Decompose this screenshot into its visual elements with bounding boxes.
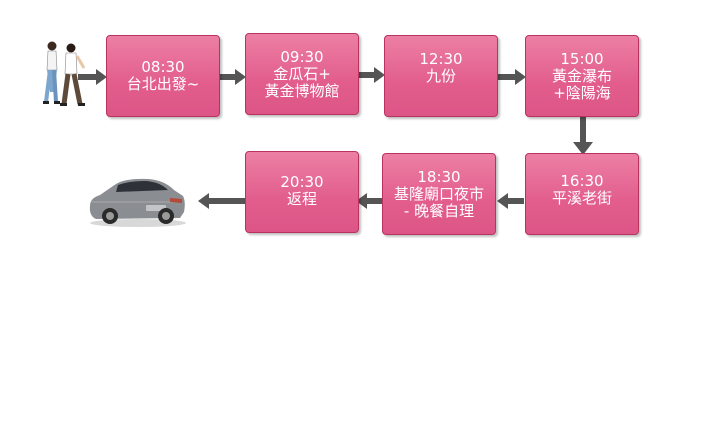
step-label: 返程 xyxy=(286,190,317,208)
walking-people-icon xyxy=(43,41,86,106)
step-label: +陰陽海 xyxy=(553,83,611,102)
car-icon xyxy=(89,178,186,227)
arrow-right-icon xyxy=(78,69,107,85)
arrow-left-icon xyxy=(497,193,524,209)
step-box-2: 09:30 金瓜石+ 黃金博物館 xyxy=(245,33,359,115)
step-label: 平溪老街 xyxy=(551,189,612,207)
step-box-1: 08:30 台北出發~ xyxy=(106,35,220,117)
arrow-left-icon xyxy=(198,193,245,209)
step-box-4: 15:00 黃金瀑布 +陰陽海 xyxy=(525,35,639,117)
step-label: 黃金瀑布 xyxy=(551,66,612,85)
step-label: 九份 xyxy=(425,67,456,85)
arrow-right-icon xyxy=(358,67,385,83)
step-time: 12:30 xyxy=(419,50,463,68)
step-label: 台北出發~ xyxy=(126,75,200,93)
arrow-right-icon xyxy=(497,69,526,85)
step-time: 08:30 xyxy=(141,58,185,76)
step-label: 基隆廟口夜市 xyxy=(393,184,484,203)
step-label: 黃金博物館 xyxy=(264,81,340,100)
step-time: 16:30 xyxy=(560,172,604,190)
step-box-5: 16:30 平溪老街 xyxy=(525,153,639,235)
arrow-down-icon xyxy=(573,116,593,155)
step-label: 金瓜石+ xyxy=(273,64,331,83)
step-box-7: 20:30 返程 xyxy=(245,151,359,233)
step-time: 09:30 xyxy=(280,47,324,66)
step-time: 20:30 xyxy=(280,173,324,191)
step-time: 15:00 xyxy=(560,49,604,68)
arrow-right-icon xyxy=(219,69,246,85)
step-box-6: 18:30 基隆廟口夜市 - 晚餐自理 xyxy=(382,153,496,235)
step-label: - 晚餐自理 xyxy=(403,201,475,220)
arrow-left-icon xyxy=(356,193,383,209)
step-time: 18:30 xyxy=(417,167,461,186)
step-box-3: 12:30 九份 xyxy=(384,35,498,117)
